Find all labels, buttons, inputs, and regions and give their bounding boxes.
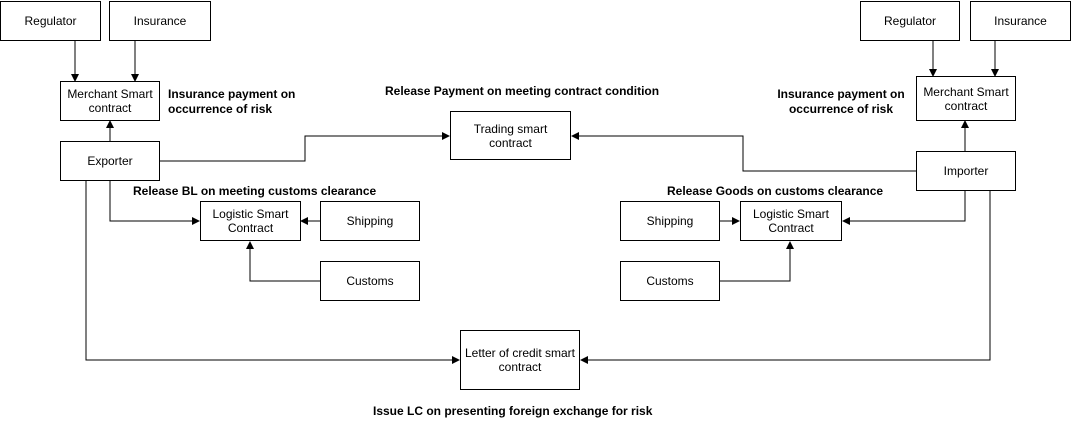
merchant-smart-contract-left-box: Merchant Smart contract bbox=[60, 81, 160, 121]
arrow-importer-to-loc bbox=[580, 191, 991, 364]
arrow-importer-to-trading bbox=[571, 132, 916, 172]
release-payment-label: Release Payment on meeting contract cond… bbox=[385, 84, 660, 98]
insurance-payment-left-label: Insurance payment on occurrence of risk bbox=[168, 87, 296, 116]
arrow-exporter-to-logistic-left bbox=[109, 181, 200, 225]
arrow-importer-to-logistic-right bbox=[842, 191, 966, 225]
customs-left-box: Customs bbox=[320, 261, 420, 301]
logistic-smart-contract-left-box: Logistic Smart Contract bbox=[200, 201, 301, 241]
regulator-left-box: Regulator bbox=[0, 1, 101, 41]
arrow-exporter-to-loc bbox=[85, 181, 460, 364]
merchant-smart-contract-right-box: Merchant Smart contract bbox=[916, 76, 1016, 121]
logistic-smart-contract-right-box: Logistic Smart Contract bbox=[740, 201, 842, 241]
importer-box: Importer bbox=[916, 151, 1016, 191]
issue-lc-label: Issue LC on presenting foreign exchange … bbox=[373, 404, 653, 418]
shipping-left-box: Shipping bbox=[320, 201, 420, 241]
insurance-payment-right-label: Insurance payment on occurrence of risk bbox=[777, 87, 905, 116]
insurance-right-box: Insurance bbox=[970, 1, 1071, 41]
shipping-right-box: Shipping bbox=[620, 201, 720, 241]
arrow-exporter-to-trading bbox=[160, 132, 450, 162]
release-goods-label: Release Goods on customs clearance bbox=[667, 184, 884, 198]
arrow-customs-to-logistic-left bbox=[246, 241, 320, 282]
insurance-left-box: Insurance bbox=[109, 1, 211, 41]
release-bl-label: Release BL on meeting customs clearance bbox=[133, 184, 377, 198]
regulator-right-box: Regulator bbox=[860, 1, 960, 41]
arrow-customs-to-logistic-right bbox=[720, 241, 794, 282]
letter-of-credit-smart-contract-box: Letter of credit smart contract bbox=[460, 330, 580, 390]
exporter-box: Exporter bbox=[60, 141, 160, 181]
trading-smart-contract-box: Trading smart contract bbox=[450, 111, 571, 160]
customs-right-box: Customs bbox=[620, 261, 720, 301]
